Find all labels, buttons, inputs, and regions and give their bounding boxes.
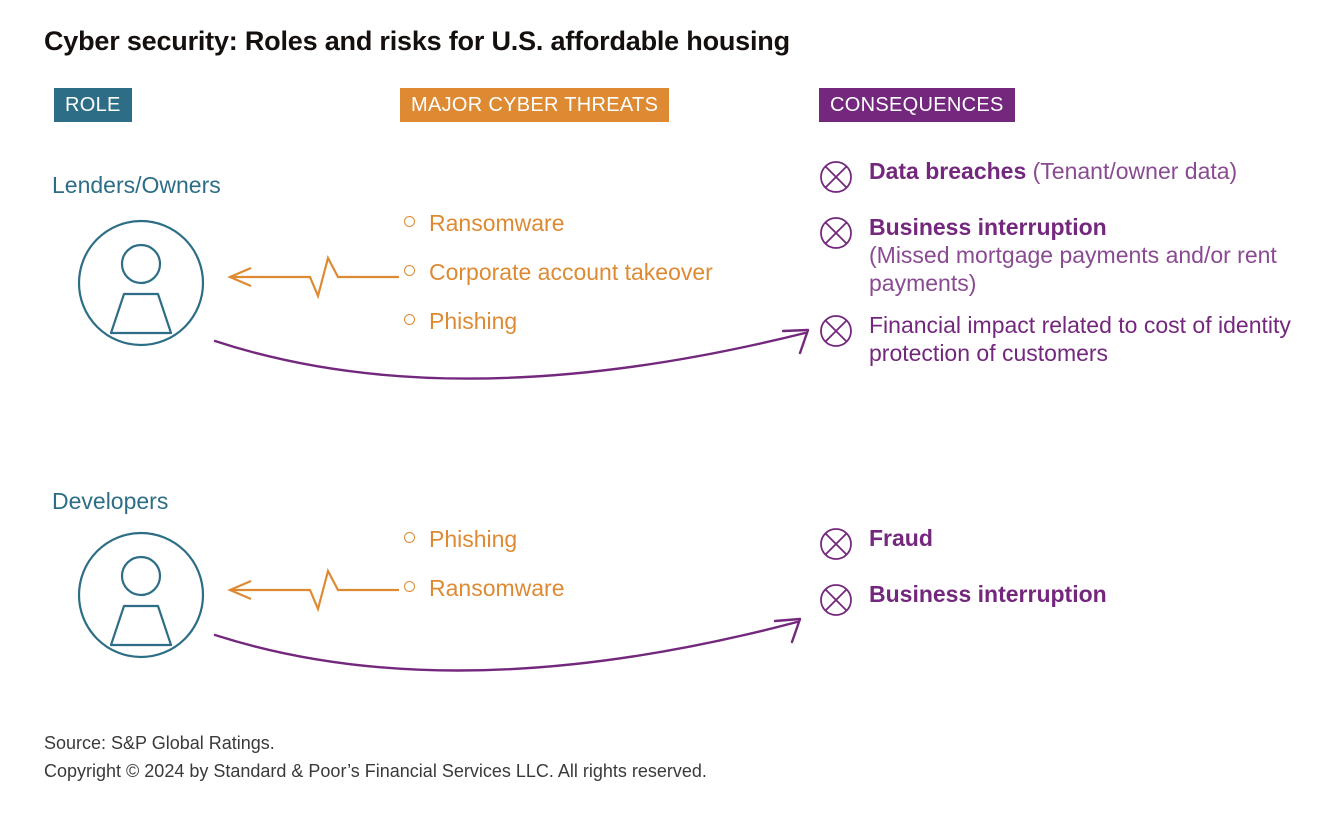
consequence-item: Fraud	[819, 524, 1319, 566]
column-header-role: ROLE	[54, 88, 132, 122]
bullet-circle-icon	[404, 581, 415, 592]
circle-x-icon	[819, 216, 853, 255]
consequence-main: Business interruption	[869, 214, 1107, 240]
threat-list: Ransomware Corporate account takeover Ph…	[404, 210, 713, 357]
threat-label: Phishing	[429, 526, 518, 552]
consequence-main: Data breaches	[869, 158, 1027, 184]
consequence-text: Financial impact related to cost of iden…	[869, 311, 1319, 367]
threat-list: Phishing Ransomware	[404, 526, 565, 624]
bullet-circle-icon	[404, 532, 415, 543]
circle-x-icon	[819, 583, 853, 622]
person-icon	[76, 530, 206, 665]
threat-item: Ransomware	[404, 210, 713, 237]
consequence-item: Business interruption	[819, 580, 1319, 622]
bullet-circle-icon	[404, 314, 415, 325]
circle-x-icon	[819, 314, 853, 353]
threat-label: Ransomware	[429, 575, 565, 601]
consequence-text: Business interruption (Missed mortgage p…	[869, 213, 1319, 297]
threat-item: Corporate account takeover	[404, 259, 713, 286]
consequence-item: Data breaches (Tenant/owner data)	[819, 157, 1319, 199]
consequence-sub: (Missed mortgage payments and/or rent pa…	[869, 242, 1277, 297]
copyright-line: Copyright © 2024 by Standard & Poor’s Fi…	[44, 760, 707, 781]
column-header-threats: MAJOR CYBER THREATS	[400, 88, 670, 122]
role-label: Lenders/Owners	[52, 172, 221, 198]
bullet-circle-icon	[404, 216, 415, 227]
page-title: Cyber security: Roles and risks for U.S.…	[44, 26, 790, 56]
consequence-text: Data breaches (Tenant/owner data)	[869, 157, 1237, 185]
threat-label: Ransomware	[429, 210, 565, 236]
footer: Source: S&P Global Ratings. Copyright © …	[44, 730, 707, 786]
consequence-item: Business interruption (Missed mortgage p…	[819, 213, 1319, 297]
column-header-consequences: CONSEQUENCES	[819, 88, 1015, 122]
consequence-text: Business interruption	[869, 580, 1107, 608]
consequence-main: Financial impact related to cost of iden…	[869, 312, 1291, 367]
consequence-main: Business interruption	[869, 581, 1107, 607]
consequence-main: Fraud	[869, 525, 933, 551]
source-line: Source: S&P Global Ratings.	[44, 733, 275, 753]
person-icon	[76, 218, 206, 353]
consequence-item: Financial impact related to cost of iden…	[819, 311, 1319, 367]
bullet-circle-icon	[404, 265, 415, 276]
threat-label: Phishing	[429, 308, 518, 334]
circle-x-icon	[819, 160, 853, 199]
diagram-row-lenders-owners: Lenders/Owners Ransomware Corporate acco…	[0, 157, 1338, 450]
threat-item: Phishing	[404, 526, 565, 553]
role-label: Developers	[52, 488, 169, 514]
threat-item: Phishing	[404, 308, 713, 335]
consequence-list: Fraud Business interruption	[819, 524, 1319, 636]
consequence-list: Data breaches (Tenant/owner data) Busine…	[819, 157, 1319, 381]
threat-label: Corporate account takeover	[429, 259, 713, 285]
circle-x-icon	[819, 527, 853, 566]
consequence-text: Fraud	[869, 524, 933, 552]
threat-item: Ransomware	[404, 575, 565, 602]
consequence-sub: (Tenant/owner data)	[1032, 158, 1238, 184]
diagram-row-developers: Developers Phishing Ransomware	[0, 474, 1338, 704]
